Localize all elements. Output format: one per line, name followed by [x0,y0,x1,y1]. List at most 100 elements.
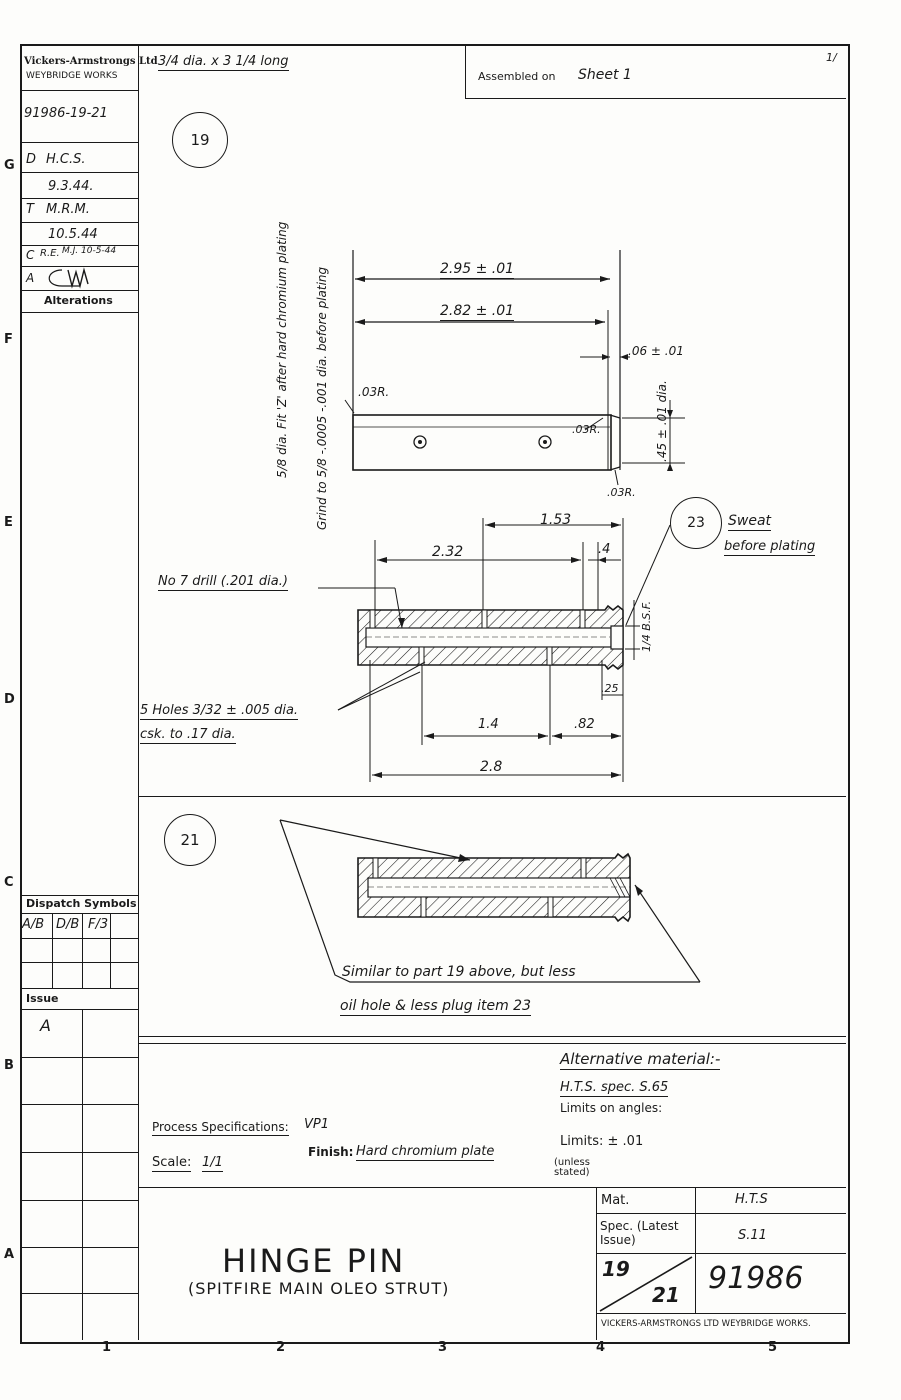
part19-radius-2: .03R. [572,423,601,436]
mat-value: H.T.S [735,1192,768,1207]
col-number-4: 4 [596,1340,606,1355]
rule [20,895,138,896]
rule [20,290,138,291]
limits-unless: (unless stated) [554,1157,590,1178]
part21-balloon: 21 [164,814,216,866]
rule [20,1200,138,1201]
company-works: WEYBRIDGE WORKS [26,71,118,81]
title-footer: VICKERS-ARMSTRONGS LTD WEYBRIDGE WORKS. [601,1319,811,1329]
sheet-border [20,44,850,1344]
rule [20,198,138,199]
col-number-1: 1 [102,1340,112,1355]
limits-value: Limits: ± .01 [560,1134,644,1149]
rule [695,1187,696,1313]
signoff-t-date: 10.5.44 [48,227,98,242]
signoff-t-code: T [26,202,34,217]
company-name: Vickers-Armstrongs Ltd [24,56,158,67]
dispatch-symbol-1: A/B [22,917,45,932]
signoff-c-note: M.J. 10-5-44 [62,246,117,256]
finish-value: Hard chromium plate [356,1144,495,1161]
signoff-d-code: D [26,152,37,167]
signoff-c-code: C [26,248,35,262]
limits-angles: Limits on angles: [560,1101,663,1115]
signoff-a-signature [48,267,89,289]
rule [20,1293,138,1294]
rule [20,245,138,246]
rule [20,962,138,963]
issue-value: A [40,1016,51,1035]
part21-note-1: Similar to part 19 above, but less [342,964,576,980]
dispatch-title: Dispatch Symbols [26,897,137,910]
signoff-d-initials: H.C.S. [46,152,86,167]
rule [110,913,111,988]
part19-dim-step: .06 ± .01 [628,344,684,358]
scale-value: 1/1 [202,1155,223,1172]
rule [52,913,53,988]
rule [20,142,138,143]
rule [20,938,138,939]
rule [82,1009,83,1340]
row-letter-d: D [4,692,15,707]
part19-holes-note-1: 5 Holes 3/32 ± .005 dia. [140,703,299,720]
rule [20,312,138,313]
part19-dim-232: 2.32 [432,544,464,560]
rule [20,90,138,91]
col-number-2: 2 [276,1340,286,1355]
part-number-slash [599,1256,693,1312]
rule [20,1009,138,1010]
spec-value: S.11 [738,1228,767,1243]
process-value: VP1 [304,1117,330,1132]
drawing-subtitle: (SPITFIRE MAIN OLEO STRUT) [188,1279,450,1298]
signoff-c-initials: R.E. [40,248,60,259]
part19-dim-25: .25 [601,682,619,695]
title-block-top [138,1187,846,1188]
rule [20,266,138,267]
part19-dim-28: 2.8 [480,759,503,775]
left-column-divider [138,44,139,1340]
process-label: Process Specifications: [152,1120,289,1136]
signoff-a-code: A [26,271,35,285]
rule [20,1247,138,1248]
dispatch-symbol-2: D/B [56,917,80,932]
alterations-label: Alterations [44,294,113,307]
alt-material-spec: H.T.S. spec. S.65 [560,1080,669,1097]
rule [20,988,138,989]
item23-balloon-label: 23 [687,515,705,531]
part21-note-2: oil hole & less plug item 23 [340,998,531,1016]
row-letter-c: C [4,875,14,890]
drawing-title: HINGE PIN [222,1242,406,1280]
part21-balloon-label: 21 [180,831,200,849]
part-number-bottom: 21 [652,1283,680,1307]
rule [20,222,138,223]
item23-note-1: Sweat [728,513,772,531]
row-letter-e: E [4,515,13,530]
part19-section-view [318,518,671,782]
part19-drill-note: No 7 drill (.201 dia.) [158,574,288,591]
section-divider-3 [138,1043,846,1044]
rule [20,1104,138,1105]
part19-balloon-label: 19 [190,131,210,149]
mat-label: Mat. [601,1193,630,1208]
col-number-5: 5 [768,1340,778,1355]
part19-dim-14: 1.4 [478,717,499,732]
part-number-top: 19 [602,1257,630,1281]
part19-thread-note: 1/4 B.S.F. [640,600,653,652]
rule [20,172,138,173]
rule [20,913,138,914]
stock-note: 3/4 dia. x 3 1/4 long [158,54,289,71]
drawing-ref: 91986-19-21 [24,106,108,121]
part21-view [279,819,701,983]
part19-dim-4: .4 [598,542,611,557]
rule [596,1313,846,1314]
part19-holes-note-2: csk. to .17 dia. [140,727,236,744]
corner-mark: 1/ [826,51,837,64]
assembled-box [465,44,846,99]
part19-dim-82: .82 [574,717,595,732]
row-letter-g: G [4,158,15,173]
rule [596,1253,846,1254]
item23-balloon: 23 [670,497,722,549]
rule [20,1152,138,1153]
row-letter-f: F [4,332,13,347]
rule [82,913,83,988]
section-divider-1 [138,796,846,797]
